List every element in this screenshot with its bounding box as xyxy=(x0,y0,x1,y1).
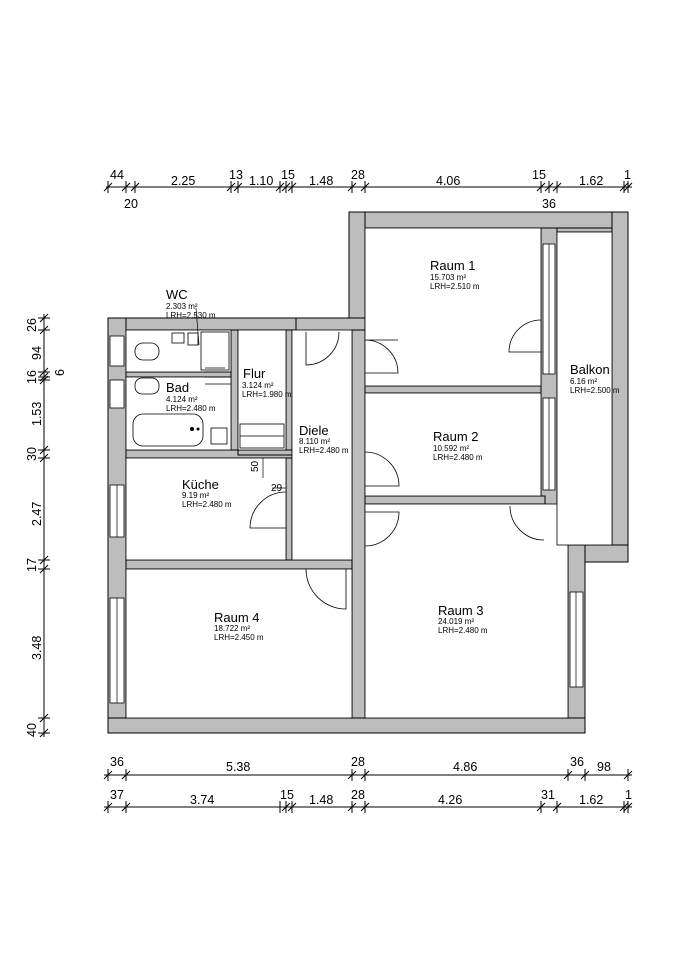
room-label-wc: WC 2.303 m² LRH=2.530 m xyxy=(166,287,216,320)
room-label-raum3: Raum 3 24.019 m² LRH=2.480 m xyxy=(438,603,488,635)
room-lrh: LRH=2.500 m xyxy=(570,386,620,395)
room-area: 9.19 m² xyxy=(182,491,209,500)
dim-label: 1.48 xyxy=(309,793,333,807)
dim-label: 1.62 xyxy=(579,174,603,188)
room-label-diele: Diele 8.110 m² LRH=2.480 m xyxy=(299,423,349,455)
room-area: 15.703 m² xyxy=(430,273,466,282)
room-lrh: LRH=2.480 m xyxy=(438,626,488,635)
room-name: Bad xyxy=(166,380,189,395)
room-area: 10.592 m² xyxy=(433,444,469,453)
dim-label: 28 xyxy=(351,168,365,182)
inner-dimensions: 50 29 xyxy=(250,458,286,494)
dim-label: 44 xyxy=(110,168,124,182)
dim-label: 94 xyxy=(30,346,44,360)
dim-label: 28 xyxy=(351,788,365,802)
dim-label: 29 xyxy=(271,483,283,494)
room-lrh: LRH=2.530 m xyxy=(166,311,216,320)
dim-label: 4.26 xyxy=(438,793,462,807)
dim-label: 1 xyxy=(624,168,631,182)
dim-label: 4.06 xyxy=(436,174,460,188)
dim-label: 2.47 xyxy=(30,502,44,526)
room-name: WC xyxy=(166,287,188,302)
dim-label: 36 xyxy=(110,755,124,769)
room-name: Raum 3 xyxy=(438,603,484,618)
room-labels: WC 2.303 m² LRH=2.530 m Bad 4.124 m² LRH… xyxy=(166,258,620,642)
room-area: 8.110 m² xyxy=(299,437,330,446)
room-area: 24.019 m² xyxy=(438,617,474,626)
bottom-dimensions-2: 37 3.74 15 1.48 28 4.26 31 1.62 1 xyxy=(103,788,633,813)
room-lrh: LRH=2.510 m xyxy=(430,282,480,291)
dim-label: 40 xyxy=(25,723,39,737)
room-lrh: LRH=2.480 m xyxy=(299,446,349,455)
dim-label: 15 xyxy=(532,168,546,182)
room-name: Flur xyxy=(243,366,266,381)
room-label-balkon: Balkon 6.16 m² LRH=2.500 m xyxy=(570,362,620,395)
room-name: Balkon xyxy=(570,362,610,377)
room-lrh: LRH=2.480 m xyxy=(166,404,216,413)
room-area: 3.124 m² xyxy=(242,381,274,390)
room-floors xyxy=(125,227,613,719)
fixtures xyxy=(109,243,584,704)
top-dimensions: 44 2.25 13 1.10 15 1.48 28 4.06 15 1.62 … xyxy=(103,168,633,211)
dim-label: 1 xyxy=(625,788,632,802)
dim-label: 36 xyxy=(542,197,556,211)
room-name: Raum 4 xyxy=(214,610,260,625)
room-name: Raum 1 xyxy=(430,258,476,273)
room-lrh: LRH=1.980 m xyxy=(242,390,292,399)
dim-label: 1.48 xyxy=(309,174,333,188)
dim-label: 6 xyxy=(53,369,67,376)
room-name: Raum 2 xyxy=(433,429,479,444)
room-lrh: LRH=2.450 m xyxy=(214,633,264,642)
dim-label: 15 xyxy=(280,788,294,802)
room-label-flur: Flur 3.124 m² LRH=1.980 m xyxy=(242,366,292,399)
dim-label: 1.10 xyxy=(249,174,273,188)
room-label-kueche: Küche 9.19 m² LRH=2.480 m xyxy=(182,477,232,509)
room-label-bad: Bad 4.124 m² LRH=2.480 m xyxy=(166,380,216,413)
room-lrh: LRH=2.480 m xyxy=(182,500,232,509)
room-label-raum2: Raum 2 10.592 m² LRH=2.480 m xyxy=(433,429,483,462)
left-dimensions: 26 94 16 6 1.53 30 2.47 17 3.48 40 xyxy=(25,313,67,738)
room-label-raum4: Raum 4 18.722 m² LRH=2.450 m xyxy=(214,610,264,642)
room-area: 6.16 m² xyxy=(570,377,597,386)
dim-label: 98 xyxy=(597,760,611,774)
bottom-dimensions-1: 36 5.38 28 4.86 36 98 xyxy=(103,755,633,781)
room-area: 2.303 m² xyxy=(166,302,198,311)
dim-label: 50 xyxy=(250,460,261,472)
dim-label: 28 xyxy=(351,755,365,769)
dim-label: 36 xyxy=(570,755,584,769)
room-area: 4.124 m² xyxy=(166,395,198,404)
dim-label: 3.74 xyxy=(190,793,214,807)
dim-label: 31 xyxy=(541,788,555,802)
dim-label: 2.25 xyxy=(171,174,195,188)
dim-label: 5.38 xyxy=(226,760,250,774)
room-lrh: LRH=2.480 m xyxy=(433,453,483,462)
dim-label: 1.53 xyxy=(30,402,44,426)
dim-label: 30 xyxy=(25,447,39,461)
dim-label: 37 xyxy=(110,788,124,802)
dim-label: 13 xyxy=(229,168,243,182)
room-label-raum1: Raum 1 15.703 m² LRH=2.510 m xyxy=(430,258,480,291)
doors xyxy=(195,307,545,610)
dim-label: 17 xyxy=(25,558,39,572)
dim-label: 1.62 xyxy=(579,793,603,807)
room-name: Küche xyxy=(182,477,219,492)
dim-label: 26 xyxy=(25,318,39,332)
dim-label: 15 xyxy=(281,168,295,182)
room-area: 18.722 m² xyxy=(214,624,250,633)
dim-label: 4.86 xyxy=(453,760,477,774)
dim-label: 20 xyxy=(124,197,138,211)
room-name: Diele xyxy=(299,423,329,438)
dim-label: 3.48 xyxy=(30,636,44,660)
dim-label: 16 xyxy=(25,370,39,384)
